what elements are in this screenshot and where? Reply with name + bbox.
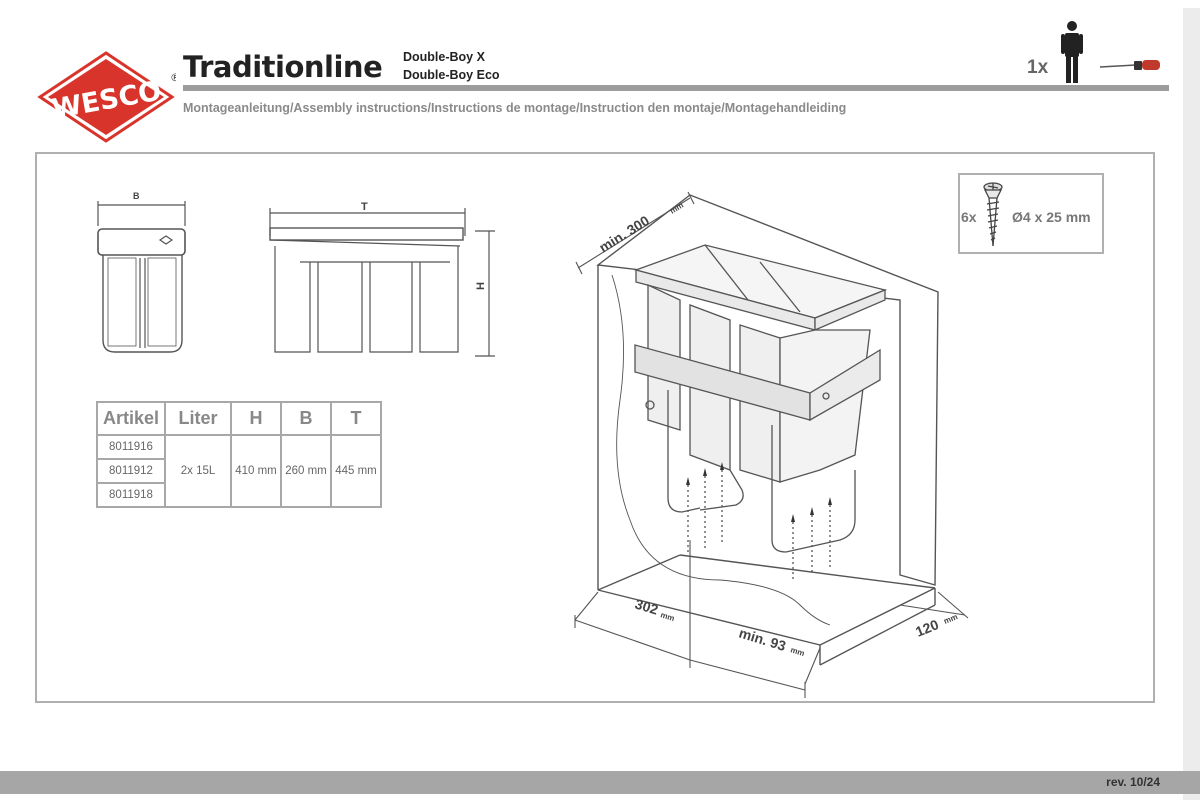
instructions-subtitle: Montageanleitung/Assembly instructions/I… (183, 101, 847, 115)
table-row: 8011918 (96, 482, 381, 508)
dim-front: 120 (913, 616, 941, 640)
dim-label-t: T (361, 201, 368, 213)
width-value: 260 mm (280, 434, 332, 508)
header-artikel: Artikel (96, 401, 166, 436)
dim-min-side: min. 93 (737, 625, 788, 654)
model-name-x: Double-Boy X (403, 50, 485, 64)
dim-label-b: B (133, 191, 140, 201)
dim-width-unit: mm (659, 610, 675, 623)
dim-min-side-unit: mm (789, 645, 805, 658)
article-number: 8011916 (96, 434, 166, 460)
product-line-title: Traditionline (183, 50, 383, 84)
screw-quantity: 6x (961, 209, 977, 225)
dim-min-depth: min. 300 (596, 212, 652, 255)
drill-markers (687, 470, 831, 580)
table-row: 8011912 (96, 458, 381, 484)
depth-value: 445 mm (330, 434, 382, 508)
header-liter: Liter (164, 401, 232, 436)
liter-value: 2x 15L (164, 434, 232, 508)
wesco-logo: WESCO ® (37, 51, 176, 143)
side-view (269, 208, 495, 357)
footer-bar (0, 771, 1200, 794)
front-view (97, 201, 186, 353)
header-t: T (330, 401, 382, 436)
table-row: 8011916 2x 15L 410 mm 260 mm 445 mm (96, 434, 382, 508)
dim-label-h: H (475, 282, 487, 290)
page-edge (1183, 8, 1200, 800)
article-number: 8011918 (96, 482, 166, 508)
registered-mark: ® (170, 71, 176, 84)
header-b: B (280, 401, 332, 436)
bin-unit (633, 244, 888, 553)
revision-label: rev. 10/24 (1106, 775, 1160, 789)
screw-icon (983, 182, 1003, 247)
header-rule (183, 85, 1169, 91)
persons-count: 1x (1027, 57, 1049, 78)
drawing-frame (35, 152, 1155, 703)
model-name-eco: Double-Boy Eco (403, 68, 500, 82)
spec-table: Artikel Liter H B T 8011916 2x 15L 410 m… (96, 401, 382, 508)
dim-width: 302 (633, 596, 660, 618)
cabinet-dimension-lines (574, 191, 969, 698)
screw-size: Ø4 x 25 mm (1012, 209, 1091, 225)
screw-info-box (958, 173, 1104, 254)
header-h: H (230, 401, 282, 436)
height-value: 410 mm (230, 434, 282, 508)
person-icon (1061, 21, 1083, 83)
table-header-row: Artikel Liter H B T (96, 401, 382, 436)
screwdriver-icon (1099, 60, 1160, 70)
article-number: 8011912 (96, 458, 166, 484)
